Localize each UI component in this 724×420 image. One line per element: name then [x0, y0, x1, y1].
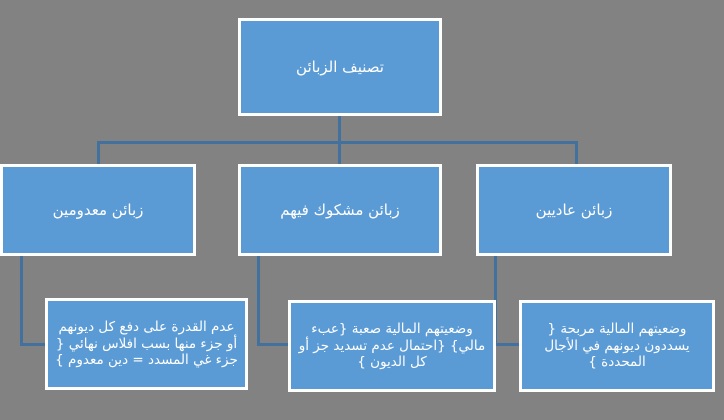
root-node-customer-classification[interactable]: تصنيف الزبائن — [238, 18, 442, 116]
connector-elbow-center-horizontal — [257, 343, 294, 346]
description-node-regular-customers[interactable]: وضعيتهم المالية مربحة { يسددون ديونهم في… — [519, 300, 715, 392]
description-node-doubtful-customers[interactable]: وضعيتهم المالية صعبة {عبء مالي} {احتمال … — [288, 300, 496, 392]
connector-elbow-left-vertical — [20, 256, 23, 346]
category-node-label: زبائن معدومين — [52, 200, 144, 219]
connector-elbow-left-horizontal — [20, 343, 52, 346]
connector-drop-left — [97, 141, 100, 167]
category-node-insolvent-customers[interactable]: زبائن معدومين — [0, 164, 196, 256]
description-node-label: وضعيتهم المالية مربحة { يسددون ديونهم في… — [544, 321, 690, 371]
connector-root-stem — [338, 116, 341, 144]
connector-drop-right — [575, 141, 578, 167]
category-node-label: زبائن عاديين — [535, 200, 613, 219]
connector-horizontal-bar — [97, 141, 578, 144]
connector-drop-center — [338, 141, 341, 167]
category-node-doubtful-customers[interactable]: زبائن مشكوك فيهم — [238, 164, 442, 256]
connector-elbow-center-vertical — [257, 256, 260, 346]
category-node-label: زبائن مشكوك فيهم — [280, 200, 400, 219]
connector-elbow-right-horizontal — [494, 343, 526, 346]
category-node-regular-customers[interactable]: زبائن عاديين — [476, 164, 672, 256]
root-node-label: تصنيف الزبائن — [296, 57, 384, 76]
description-node-label: عدم القدرة على دفع كل ديونهم أو جزء منها… — [55, 319, 238, 369]
description-node-insolvent-customers[interactable]: عدم القدرة على دفع كل ديونهم أو جزء منها… — [45, 298, 248, 390]
description-node-label: وضعيتهم المالية صعبة {عبء مالي} {احتمال … — [298, 321, 486, 371]
